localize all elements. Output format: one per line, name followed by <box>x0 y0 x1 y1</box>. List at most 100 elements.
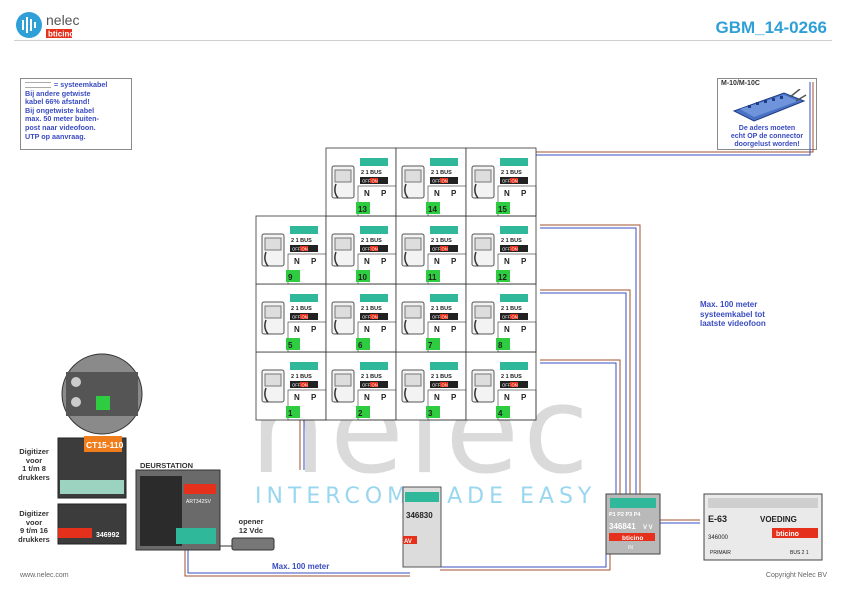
bus-terminal <box>500 362 528 370</box>
cable-note-line: Bij andere getwiste <box>25 88 91 98</box>
p-label: P <box>381 189 387 198</box>
off-on-label: OFF ON <box>362 247 378 252</box>
unit-number-badge <box>426 202 440 214</box>
n-label: N <box>504 257 510 266</box>
bus-terminal-label: 2 1 BUS <box>501 238 522 244</box>
n-label: N <box>434 325 440 334</box>
off-on-switch <box>510 246 518 251</box>
n-label: N <box>504 393 510 402</box>
n-label: N <box>364 325 370 334</box>
bus-terminal-label: 2 1 BUS <box>501 374 522 380</box>
cable-note-line: post naar videofoon. <box>25 122 96 132</box>
unit-number: 8 <box>498 341 503 350</box>
bus-terminal <box>360 362 388 370</box>
n-label: N <box>364 189 370 198</box>
p-label: P <box>311 325 317 334</box>
bus-terminal-label: 2 1 BUS <box>431 170 452 176</box>
connector-icon <box>732 89 807 122</box>
n-label: N <box>434 393 440 402</box>
distributor-brand: bticino <box>622 535 643 542</box>
unit-number: 5 <box>288 341 293 350</box>
n-label: N <box>504 189 510 198</box>
bus-terminal <box>430 362 458 370</box>
n-label: N <box>434 257 440 266</box>
bus-terminal <box>430 226 458 234</box>
off-on-label: OFF ON <box>292 383 308 388</box>
footer-website: www.nelec.com <box>20 572 69 579</box>
n-label: N <box>364 393 370 402</box>
unit-number: 11 <box>428 273 437 282</box>
off-on-switch <box>510 314 518 319</box>
off-on-label: OFF ON <box>432 179 448 184</box>
connector-note-line: De aders moeten <box>738 125 796 132</box>
bus-terminal <box>430 294 458 302</box>
unit-number-badge <box>426 406 440 418</box>
module-346830: 346830 AV <box>402 486 442 568</box>
videophone-unit: 2 1 BUS OFF ON N P 4 <box>465 351 537 421</box>
off-on-switch <box>440 178 448 183</box>
bus-terminal-label: 2 1 BUS <box>501 170 522 176</box>
connector-note-box: M-10/M-10C De aders moeten echt OP de co… <box>717 78 817 150</box>
bus-terminal-label: 2 1 BUS <box>361 238 382 244</box>
door-station-code: ART342SV <box>186 499 212 505</box>
bus-terminal <box>290 226 318 234</box>
bus-terminal <box>500 158 528 166</box>
off-on-switch <box>300 382 308 387</box>
bus-terminal-label: 2 1 BUS <box>291 238 312 244</box>
distance-label-bottom: Max. 100 meter <box>272 562 330 571</box>
p-label: P <box>521 393 527 402</box>
cable-note-line: Bij ongetwiste kabel <box>25 105 95 115</box>
off-on-label: OFF ON <box>502 315 518 320</box>
power-supply-title: VOEDING <box>760 515 797 524</box>
n-label: N <box>294 325 300 334</box>
unit-number-badge <box>286 406 300 418</box>
off-on-switch <box>370 382 378 387</box>
module-code: 346830 <box>406 511 433 520</box>
p-label: P <box>311 257 317 266</box>
bus-terminal-label: 2 1 BUS <box>431 306 452 312</box>
unit-number: 9 <box>288 273 293 282</box>
unit-number-badge <box>356 338 370 350</box>
cable-note-title: = systeemkabel <box>25 80 127 90</box>
bus-terminal <box>500 294 528 302</box>
p-label: P <box>521 189 527 198</box>
power-supply-e63: E-63 VOEDING 346000 bticino PRIMAIR BUS … <box>703 493 823 561</box>
unit-number-badge <box>426 270 440 282</box>
brand-sub: bticino <box>48 30 74 39</box>
off-on-switch <box>300 314 308 319</box>
power-supply-primair: PRIMAIR <box>710 550 731 556</box>
system-cable-icon <box>25 82 51 89</box>
p-label: P <box>381 257 387 266</box>
digitizer-code: 346992 <box>96 532 119 539</box>
n-label: N <box>294 393 300 402</box>
digitizer-1-label: Digitizer voor 1 t/m 8 drukkers <box>18 447 50 482</box>
distance-label-right: Max. 100 meter systeemkabel tot laatste … <box>700 300 766 328</box>
off-on-switch <box>440 246 448 251</box>
unit-number-badge <box>286 338 300 350</box>
p-label: P <box>451 189 457 198</box>
opener-label: opener 12 Vdc <box>238 517 264 535</box>
door-opener <box>231 537 275 551</box>
off-on-switch <box>370 314 378 319</box>
unit-number-badge <box>356 406 370 418</box>
unit-number: 4 <box>498 409 503 418</box>
p-label: P <box>451 393 457 402</box>
unit-number: 13 <box>358 205 367 214</box>
bus-terminal-label: 2 1 BUS <box>501 306 522 312</box>
off-on-label: OFF ON <box>502 383 518 388</box>
digitizer-code: CT15-110 <box>86 440 124 450</box>
off-on-label: OFF ON <box>362 383 378 388</box>
distributor-in: IN <box>628 545 633 551</box>
unit-number-badge <box>496 270 510 282</box>
bus-terminal-label: 2 1 BUS <box>291 374 312 380</box>
p-label: P <box>521 325 527 334</box>
power-supply-brand: bticino <box>776 531 799 538</box>
off-on-label: OFF ON <box>502 179 518 184</box>
cable-note-line: max. 50 meter buiten- <box>25 114 99 124</box>
bus-terminal-label: 2 1 BUS <box>361 170 382 176</box>
